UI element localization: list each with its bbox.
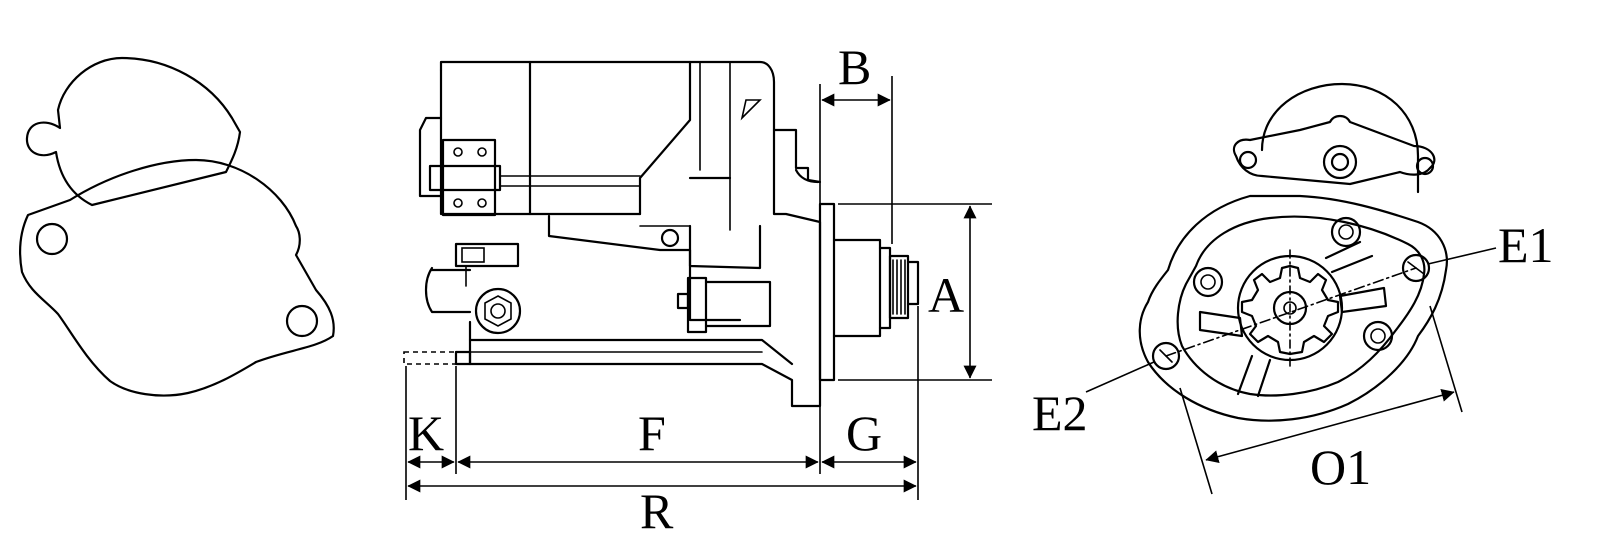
label-e2: E2: [1032, 385, 1088, 441]
mounting-hole-icon: [285, 304, 319, 338]
e2-hole-icon: [1151, 341, 1181, 371]
mounting-flange: [818, 202, 836, 382]
mounting-hole-icon: [35, 222, 69, 256]
side-view: [403, 60, 920, 408]
label-b: B: [838, 39, 871, 95]
label-o1: O1: [1310, 439, 1371, 495]
label-e1: E1: [1498, 217, 1554, 273]
dimension-labels: B A K F G R E1 E2 O1: [408, 39, 1554, 539]
rear-end-view: [18, 56, 335, 397]
label-f: F: [638, 405, 666, 461]
front-view: [1138, 82, 1448, 422]
label-a: A: [928, 267, 964, 323]
dimension-lines: [405, 76, 1497, 500]
terminal-block: [441, 138, 497, 217]
e1-hole-icon: [1401, 253, 1431, 283]
label-r: R: [640, 483, 674, 539]
label-g: G: [846, 405, 882, 461]
label-k: K: [408, 405, 444, 461]
pinion-gear: [888, 254, 910, 320]
